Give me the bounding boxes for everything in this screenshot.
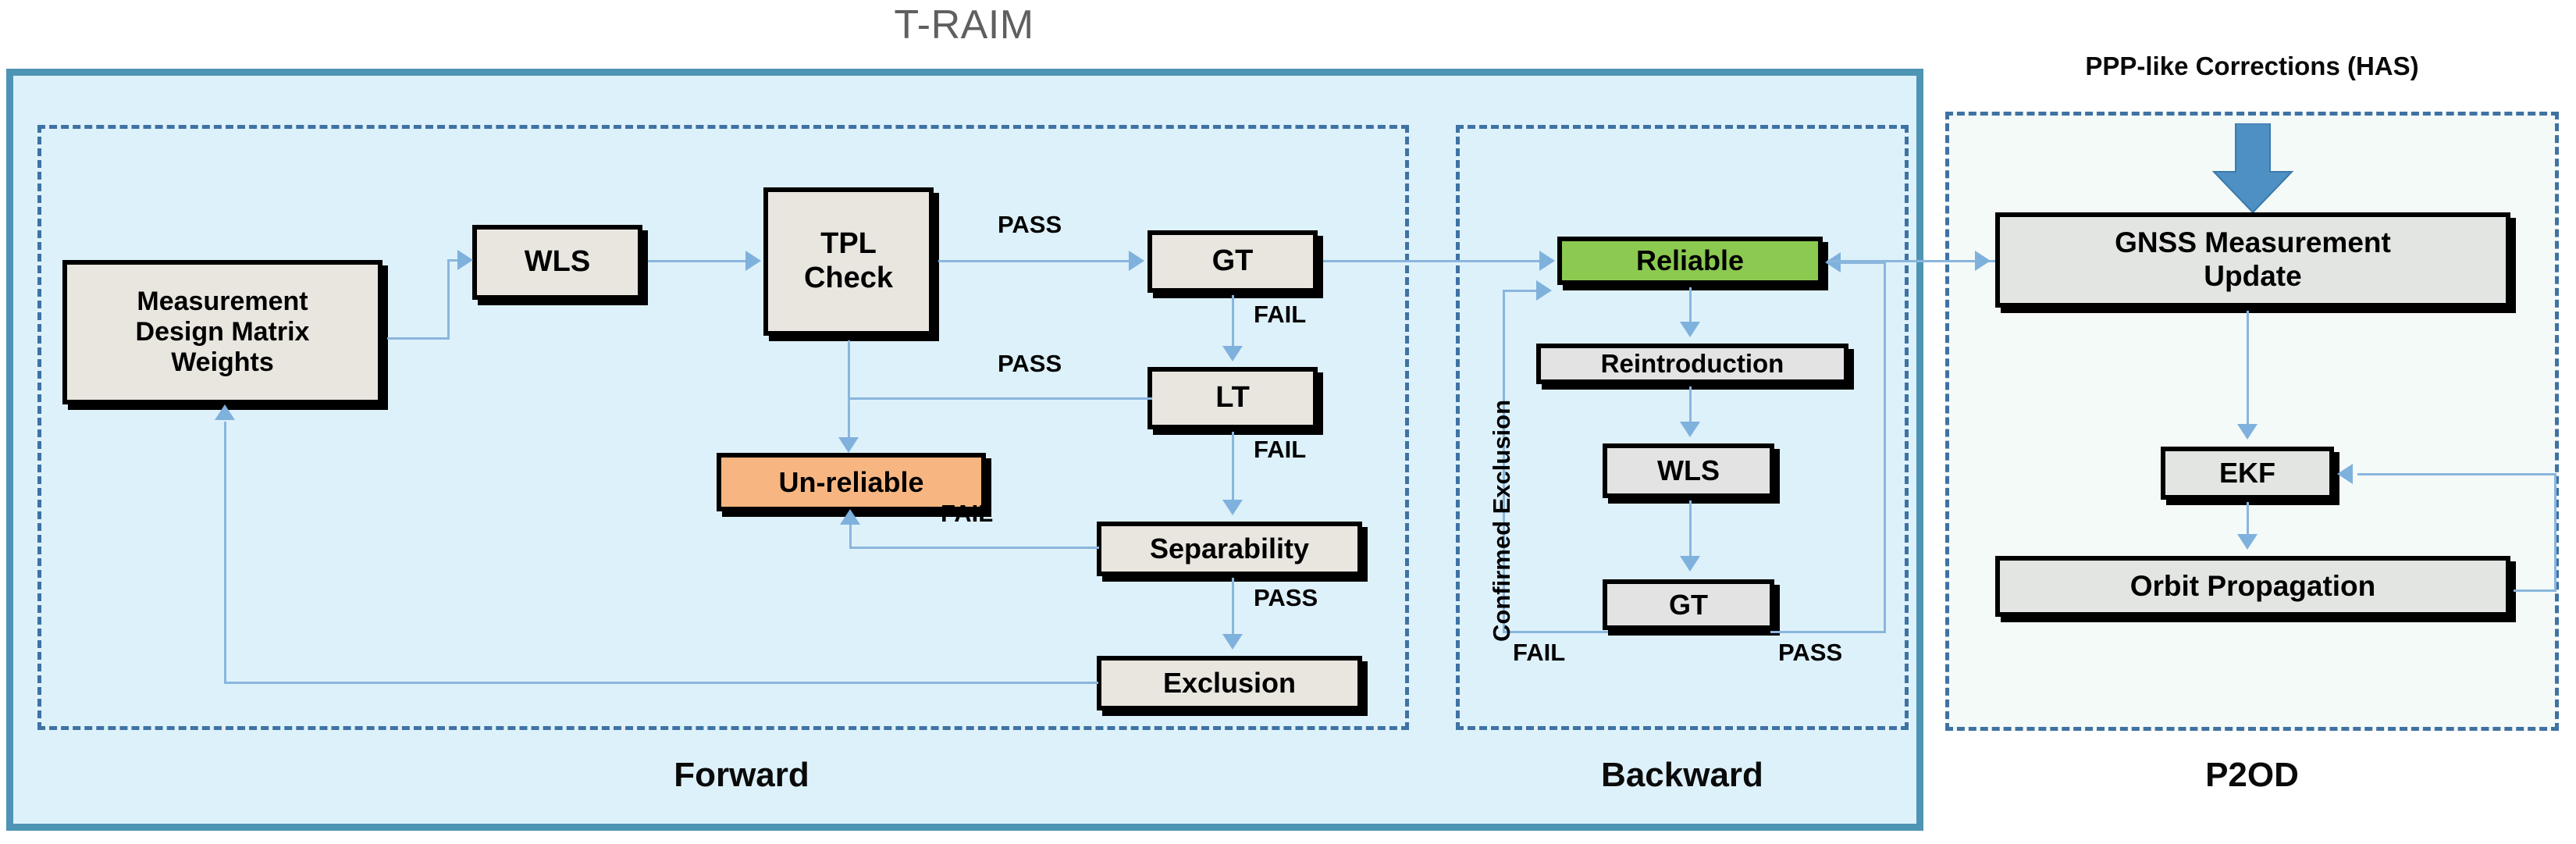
arrowhead-to-ekf xyxy=(2237,424,2258,440)
edge-label-gt-lt: FAIL xyxy=(1254,301,1307,328)
arrowhead-gt-fail-to-reliable xyxy=(1536,280,1552,301)
arrowhead-to-unreliable-top xyxy=(838,437,859,453)
arrowhead-to-reliable xyxy=(1539,251,1555,271)
edge-reliable-to-gnss xyxy=(1827,260,1995,262)
section-label-p2od: P2OD xyxy=(2205,756,2299,794)
node-measurement-line1: Measurement xyxy=(137,286,308,316)
edge-gt-pass-h2 xyxy=(1841,262,1886,264)
backward-group xyxy=(1456,125,1909,730)
edge-orbit-feedback-v xyxy=(2554,473,2556,590)
node-measurement[interactable]: Measurement Design Matrix Weights xyxy=(62,260,382,404)
edge-separability-to-unreliable-h xyxy=(849,547,1099,549)
node-gnss-measurement-update[interactable]: GNSS Measurement Update xyxy=(1995,212,2510,308)
edge-reintroduction-to-wls xyxy=(1689,386,1692,426)
node-ekf[interactable]: EKF xyxy=(2161,447,2334,500)
arrowhead-gt-pass-to-reliable xyxy=(1825,252,1841,272)
arrowhead-to-exclusion xyxy=(1222,634,1243,650)
arrowhead-to-gt xyxy=(1129,251,1144,271)
edge-ekf-to-orbit xyxy=(2247,502,2249,540)
edge-gt-fail-h2 xyxy=(1503,290,1540,292)
arrowhead-to-wls-backward xyxy=(1680,422,1700,437)
edge-gt-to-reliable xyxy=(1323,260,1546,262)
edge-tpl-to-gt xyxy=(938,260,1132,262)
node-gnss-line2: Update xyxy=(2204,260,2302,292)
arrowhead-to-measurement xyxy=(215,404,235,420)
node-unreliable[interactable]: Un-reliable xyxy=(717,453,986,511)
node-gt-backward[interactable]: GT xyxy=(1603,579,1774,630)
node-reintroduction[interactable]: Reintroduction xyxy=(1536,344,1848,384)
arrowhead-to-unreliable-bottom xyxy=(840,509,860,525)
edge-gt-pass-h xyxy=(1770,631,1886,633)
edge-orbit-feedback-h xyxy=(2514,589,2556,592)
node-separability[interactable]: Separability xyxy=(1097,522,1362,576)
node-measurement-line3: Weights xyxy=(171,347,274,378)
node-tpl-line1: TPL xyxy=(820,227,877,261)
edge-label-separability-exclusion: PASS xyxy=(1254,584,1318,611)
arrowhead-to-gnss xyxy=(1975,251,1991,271)
edge-gnss-to-ekf xyxy=(2247,311,2249,428)
node-orbit-propagation[interactable]: Orbit Propagation xyxy=(1995,556,2510,617)
edge-tpl-to-lt-h xyxy=(848,397,1152,400)
ppp-corrections-label: PPP-like Corrections (HAS) xyxy=(2085,52,2419,80)
arrowhead-to-tpl xyxy=(745,251,761,271)
edge-measurement-to-wls-h xyxy=(387,337,450,340)
ppp-corrections-arrow-icon xyxy=(2211,123,2294,214)
edge-exclusion-feedback-h xyxy=(224,682,1098,684)
node-tpl-line2: Check xyxy=(803,262,894,294)
node-exclusion[interactable]: Exclusion xyxy=(1097,656,1362,710)
arrowhead-to-wls xyxy=(457,250,473,270)
edge-gt-fail-v xyxy=(1503,290,1505,632)
node-reliable[interactable]: Reliable xyxy=(1557,237,1823,285)
edge-label-separability-unreliable: FAIL xyxy=(941,500,994,527)
edge-lt-to-separability xyxy=(1232,432,1234,504)
edge-reliable-to-reintroduction xyxy=(1689,287,1692,326)
edge-exclusion-feedback-v xyxy=(224,422,226,683)
edge-separability-to-unreliable-v xyxy=(849,525,852,548)
arrowhead-to-reintroduction xyxy=(1680,322,1700,337)
node-measurement-line2: Design Matrix xyxy=(135,316,310,347)
edge-label-gt-fail: FAIL xyxy=(1513,639,1566,666)
arrowhead-to-gt-backward xyxy=(1680,556,1700,572)
edge-measurement-to-wls-v xyxy=(447,260,450,338)
page-title: T-RAIM xyxy=(894,2,1034,48)
node-tpl-check[interactable]: TPL Check xyxy=(763,187,934,336)
edge-wls-to-tpl xyxy=(648,260,749,262)
node-gt-forward[interactable]: GT xyxy=(1147,230,1318,293)
edge-separability-to-exclusion xyxy=(1232,578,1234,640)
node-wls-forward[interactable]: WLS xyxy=(472,225,642,300)
edge-wls-to-gt-backward xyxy=(1689,500,1692,561)
arrowhead-gt-to-lt xyxy=(1222,346,1243,361)
forward-group xyxy=(37,125,1409,730)
arrowhead-lt-to-separability xyxy=(1222,500,1243,515)
edge-gt-to-lt xyxy=(1232,295,1234,351)
edge-label-tpl-gt: PASS xyxy=(998,211,1062,238)
arrowhead-feedback-to-ekf xyxy=(2337,464,2353,484)
node-wls-backward[interactable]: WLS xyxy=(1603,443,1774,498)
node-lt-forward[interactable]: LT xyxy=(1147,367,1318,429)
edge-gt-pass-v xyxy=(1884,262,1886,632)
edge-label-confirmed-exclusion: Confirmed Exclusion xyxy=(1488,399,1515,642)
edge-label-tpl-lt: PASS xyxy=(998,350,1062,377)
edge-label-lt-separability: FAIL xyxy=(1254,436,1307,463)
node-gnss-line1: GNSS Measurement xyxy=(2115,226,2391,259)
arrowhead-to-orbit xyxy=(2237,534,2258,550)
section-label-backward: Backward xyxy=(1601,756,1763,794)
edge-tpl-to-unreliable-v xyxy=(848,340,850,443)
edge-gt-fail-h xyxy=(1503,631,1608,633)
section-label-forward: Forward xyxy=(674,756,809,794)
edge-measurement-to-wls-h2 xyxy=(447,259,464,262)
edge-orbit-feedback-h2 xyxy=(2357,473,2556,475)
edge-label-gt-pass: PASS xyxy=(1778,639,1843,666)
